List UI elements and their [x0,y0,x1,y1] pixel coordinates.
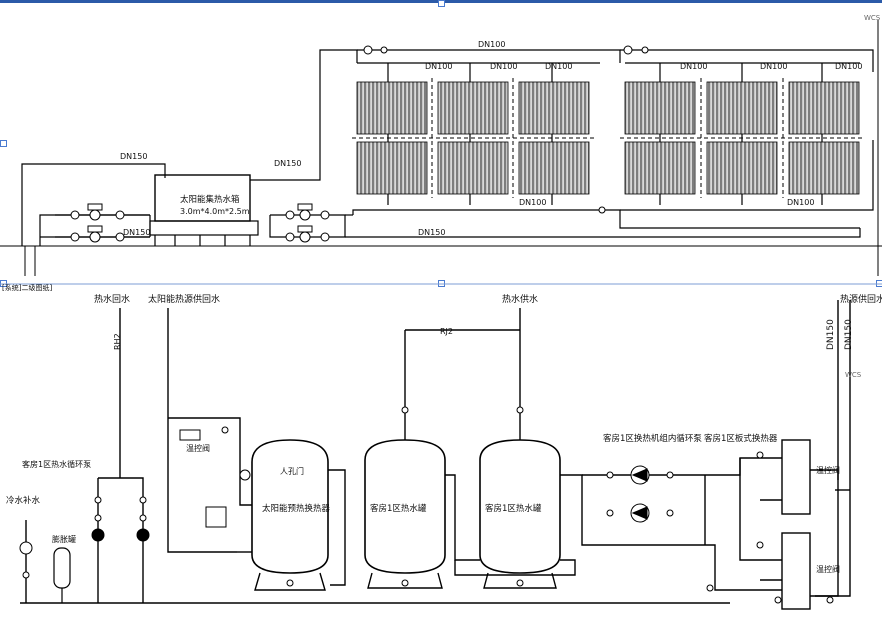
bottom-pumps-valves [19,406,834,604]
wcs-badge-top: WCS [864,14,881,22]
label-expansion-tank: 膨胀罐 [52,534,76,544]
label-dn150-a: DN150 [826,319,836,350]
top-labels: DN100 DN100 DN100 DN100 DN100 DN100 DN10… [2,14,881,292]
pipe-label-dn100-f: DN100 [835,62,862,71]
tank-size: 3.0m*4.0m*2.5m [180,207,250,216]
bottom-section [20,300,851,604]
label-manhole: 人孔门 [280,466,304,476]
label-hot-supply: 热水供水 [502,293,538,305]
pipe-label-dn100-g: DN100 [519,198,546,207]
solar-collector-array [352,78,864,198]
collector-group-2 [624,81,860,195]
expansion-tank [53,547,71,603]
label-temp-valve-r1: 温控阀 [816,465,840,475]
label-rh2: RH2 [113,333,122,350]
label-solar-return: 太阳能热源供回水 [148,293,220,305]
selection-handle-left-upper[interactable] [0,140,7,147]
pipe-label-dn100-c: DN100 [545,62,572,71]
pipe-label-dn150-b: DN150 [274,159,301,168]
plate-heat-exchangers [781,439,811,610]
label-tank-b: 客房1区热水罐 [485,503,542,514]
label-rj2: RJ2 [440,327,453,336]
bottom-labels: 热水回水 太阳能热源供回水 热水供水 热源供回水 冷水补水 RH2 RJ2 DN… [6,293,882,574]
label-solar-preheater: 太阳能预热换热器 [262,503,331,514]
pipe-label-dn100-a: DN100 [425,62,452,71]
label-hx-pump: 客房1区换热机组内循环泵 [603,433,702,444]
label-temp-valve-r2: 温控阀 [816,564,840,574]
section-caption: [系统]二级图纸] [2,283,52,292]
pipe-label-dn100-d: DN100 [680,62,707,71]
collector-group-1 [356,81,590,195]
top-valves [70,45,649,243]
pipe-label-dn100-h: DN100 [787,198,814,207]
label-hot-return: 热水回水 [94,293,130,305]
pipe-label-dn100-b: DN100 [490,62,517,71]
label-temp-valve-left: 温控阀 [186,443,210,453]
pipe-label-dn150-d: DN150 [418,228,445,237]
label-right-return: 热源供回水 [840,293,882,305]
label-circ-pump: 客房1区热水循环泵 [22,459,91,469]
pipe-label-dn100-top: DN100 [478,40,505,49]
label-cold-makeup: 冷水补水 [6,495,41,506]
pipe-label-dn150-c: DN150 [123,228,150,237]
pipe-label-dn100-e: DN100 [760,62,787,71]
selection-handle-top[interactable] [438,0,445,7]
tank-title: 太阳能集热水箱 [180,194,240,205]
label-tank-a: 客房1区热水罐 [370,503,427,514]
label-plate-hx: 客房1区板式换热器 [704,433,778,444]
wcs-badge-side: WCS [845,371,862,379]
pipe-label-dn150-a: DN150 [120,152,147,161]
label-dn150-b: DN150 [844,319,854,350]
